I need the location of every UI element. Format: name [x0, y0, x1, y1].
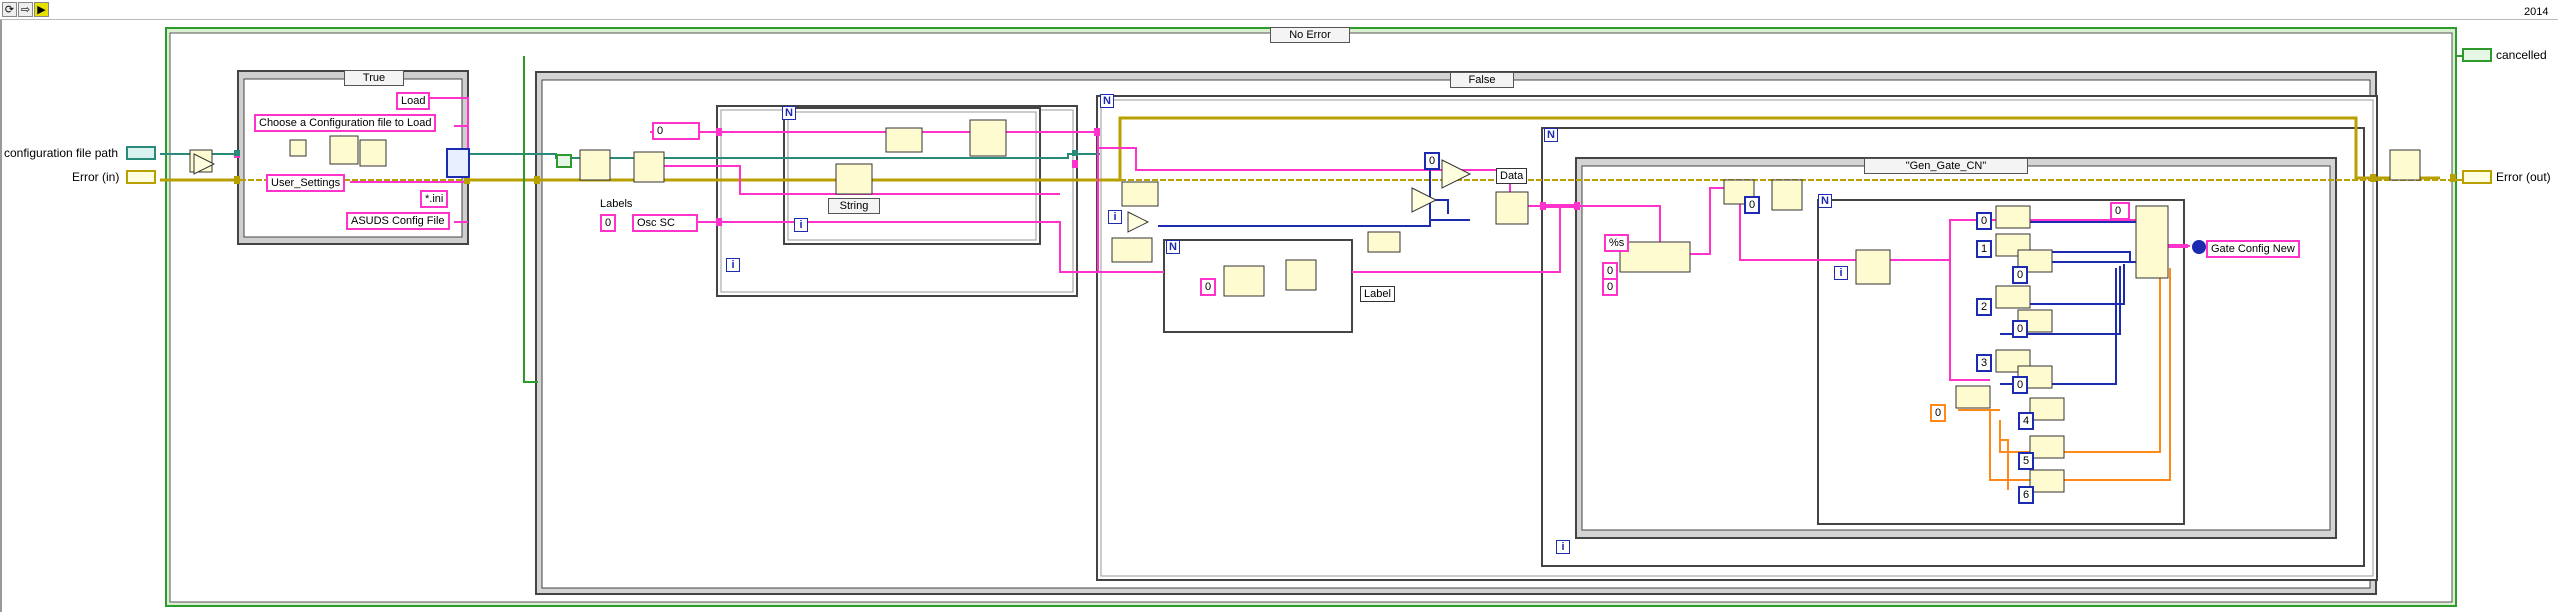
index-0d[interactable]: 0 [2012, 376, 2028, 394]
loop4-n: N [1544, 128, 1558, 142]
config-path-label: configuration file path [4, 146, 118, 160]
loop3-n: N [1166, 240, 1180, 254]
index-4[interactable]: 4 [2018, 412, 2034, 430]
index-zero-constant[interactable]: 0 [1744, 196, 1760, 214]
gate-config-new-indicator[interactable]: Gate Config New [2206, 240, 2300, 258]
loop4-i: i [1556, 540, 1570, 554]
index-3[interactable]: 3 [1976, 354, 1992, 372]
compare-zero-constant[interactable]: 0 [1424, 152, 1440, 170]
index-6[interactable]: 6 [2018, 486, 2034, 504]
bundle-node [2136, 206, 2168, 278]
empty-string-constant[interactable]: 0 [1200, 278, 1216, 296]
ini-pattern-constant[interactable]: *.ini [420, 190, 448, 208]
labels-caption: Labels [600, 198, 632, 210]
string-type-selector[interactable]: String [828, 198, 880, 214]
index-0c[interactable]: 0 [2012, 320, 2028, 338]
file-dialog-icon [446, 148, 470, 178]
data-label: Data [1496, 168, 1527, 184]
cancelled-terminal[interactable] [2462, 48, 2492, 62]
loop1-inner-i: i [794, 218, 808, 232]
error-out-terminal[interactable] [2462, 170, 2492, 184]
index-1[interactable]: 1 [1976, 240, 1992, 258]
labels-array-index[interactable]: 0 [600, 214, 616, 232]
config-file-constant[interactable]: ASUDS Config File [346, 212, 450, 230]
bool-false-constant[interactable] [556, 154, 572, 168]
loop5-i: i [1834, 266, 1848, 280]
cancelled-label: cancelled [2496, 48, 2547, 62]
loop5-n: N [1818, 194, 1832, 208]
choose-prompt-constant[interactable]: Choose a Configuration file to Load [254, 114, 436, 132]
config-path-terminal[interactable] [126, 146, 156, 160]
loop2-i: i [1108, 210, 1122, 224]
loop2-n: N [1100, 94, 1114, 108]
file-dialog-node [330, 136, 358, 164]
user-settings-constant[interactable]: User_Settings [266, 174, 345, 192]
format-string-constant[interactable]: %s [1604, 234, 1629, 252]
label-text: Label [1360, 286, 1395, 302]
index-2[interactable]: 2 [1976, 298, 1992, 316]
loop1-n: N [782, 106, 796, 120]
init-case-selector[interactable]: True [344, 70, 404, 86]
gate-config-node [2192, 240, 2206, 254]
open-config-node [580, 150, 610, 180]
index-5[interactable]: 5 [2018, 452, 2034, 470]
index-0[interactable]: 0 [1976, 212, 1992, 230]
array-zero-constant-b[interactable]: 0 [1602, 278, 1618, 296]
close-config-node [2390, 150, 2420, 180]
array-index-constant-1[interactable]: 0 [652, 122, 700, 140]
outer-case-selector[interactable]: No Error [1270, 27, 1350, 43]
error-out-label: Error (out) [2496, 170, 2551, 184]
error-in-terminal[interactable] [126, 170, 156, 184]
index-0b[interactable]: 0 [2012, 266, 2028, 284]
inner-case-selector[interactable]: False [1450, 72, 1514, 88]
empty-string-constant-2[interactable]: 0 [2110, 202, 2130, 220]
loop1-i: i [726, 258, 740, 272]
gen-case-selector[interactable]: "Gen_Gate_CN" [1864, 158, 2028, 174]
error-in-label: Error (in) [72, 170, 119, 184]
load-constant[interactable]: Load [396, 92, 430, 110]
integer-zero-constant[interactable]: 0 [1930, 404, 1946, 422]
osc-sc-constant[interactable]: Osc SC [632, 214, 698, 232]
